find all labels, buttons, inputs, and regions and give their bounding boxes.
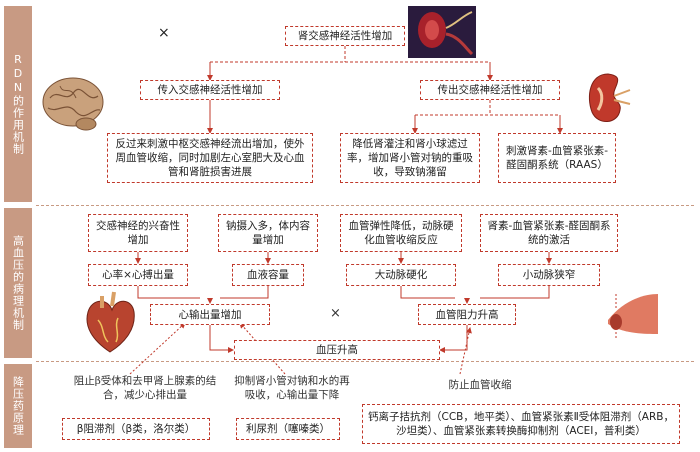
section-label-rdn: RDN的作用机制 xyxy=(4,6,32,202)
beta-blocker-box: β阻滞剂（β类，洛尔类） xyxy=(62,418,210,440)
sodium-intake-box: 钠摄入多，体内容量增加 xyxy=(218,214,318,252)
blood-volume-box: 血液容量 xyxy=(232,264,304,286)
renal-effect-box: 降低肾灌注和肾小球滤过率，增加肾小管对钠的重吸收，导致钠潴留 xyxy=(340,133,480,183)
section-label-drug: 降压药原理 xyxy=(4,364,32,448)
diuretic-mechanism-text: 抑制肾小管对钠和水的再吸收，心输出量下降 xyxy=(234,375,350,401)
raas-effect-box: 刺激肾素-血管紧张素-醛固酮系统（RAAS） xyxy=(498,133,616,183)
heart-image xyxy=(86,291,135,353)
times-mark: × xyxy=(330,306,341,321)
renal-sympathetic-box: 肾交感神经活性增加 xyxy=(285,26,405,46)
afferent-box: 传入交感神经活性增加 xyxy=(140,80,280,100)
central-effect-box: 反过来刺激中枢交感神经流出增加，使外周血管收缩，同时加剧左心室肥大及心血管和肾脏… xyxy=(107,133,313,183)
vaso-mechanism-text: 防止血管收缩 xyxy=(448,379,512,391)
hypertension-box: 血压升高 xyxy=(234,340,440,360)
vasodilators-box: 钙离子拮抗剂（CCB，地平类）、血管紧张素Ⅱ受体阻滞剂（ARB，沙坦类）、血管紧… xyxy=(362,404,680,444)
section-divider xyxy=(36,361,694,362)
raas-activation-box: 肾素-血管紧张素-醛固酮系统的激活 xyxy=(480,214,618,252)
vessel-image xyxy=(608,294,658,338)
cardiac-output-box: 心输出量增加 xyxy=(150,304,270,325)
vascular-resistance-box: 血管阻力升高 xyxy=(418,304,516,325)
brain-image xyxy=(42,77,104,131)
section-label-patho: 高血压的病理机制 xyxy=(4,208,32,358)
sympathetic-excite-box: 交感神经的兴奋性增加 xyxy=(88,214,188,252)
kidney-image xyxy=(588,73,631,122)
section-divider xyxy=(36,205,694,206)
vessel-elasticity-box: 血管弹性降低，动脉硬化血管收缩反应 xyxy=(340,214,462,252)
kidney-artery-image xyxy=(408,6,476,58)
cross-mark: × xyxy=(158,25,170,41)
heart-rate-box: 心率×心搏出量 xyxy=(88,264,188,286)
beta-mechanism-text: 阻止β受体和去甲肾上腺素的结合，减少心排出量 xyxy=(73,375,217,401)
arteriole-narrow-box: 小动脉狭窄 xyxy=(498,264,600,286)
efferent-box: 传出交感神经活性增加 xyxy=(420,80,560,100)
artery-hardening-box: 大动脉硬化 xyxy=(346,264,456,286)
diuretic-box: 利尿剂（噻嗪类） xyxy=(236,418,340,440)
